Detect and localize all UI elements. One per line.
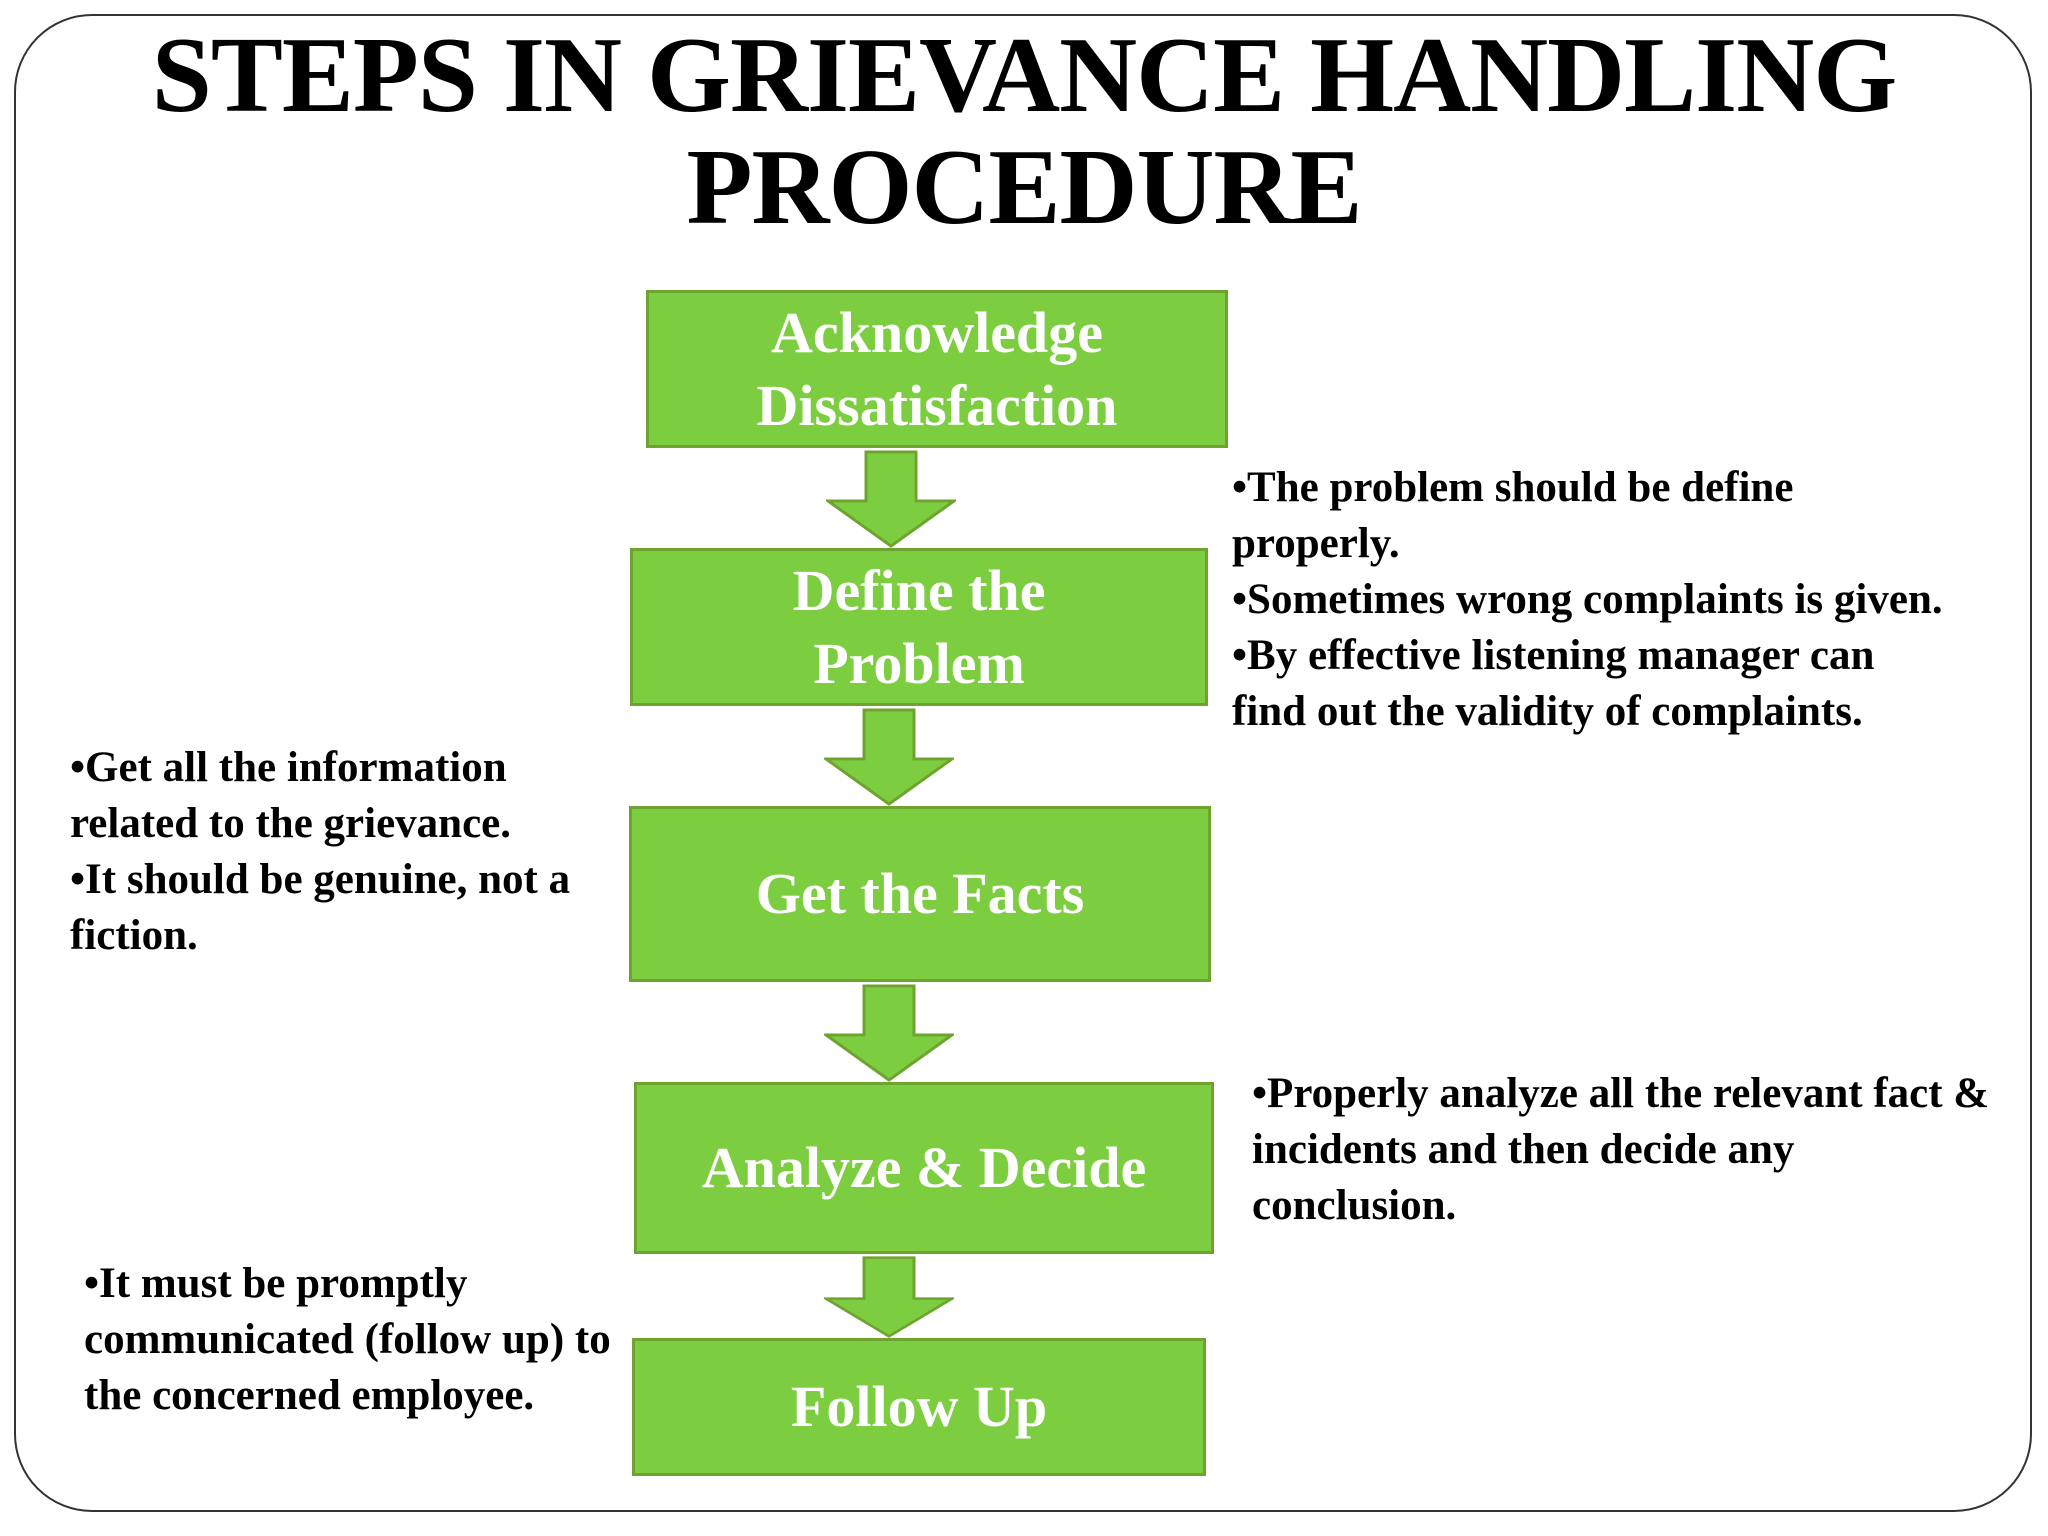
flow-step-label-line: Get the Facts	[755, 861, 1085, 927]
flow-step-follow-up: Follow Up	[632, 1338, 1206, 1476]
bullet-item: •It should be genuine, not a fiction.	[70, 856, 571, 959]
down-arrow-icon	[824, 984, 954, 1082]
slide-title-line2: PROCEDURE	[686, 128, 1362, 248]
flow-step-label-line: Analyze & Decide	[701, 1135, 1147, 1201]
annotation-define-problem-notes: •The problem should be define properly. •…	[1232, 460, 1948, 740]
bullet-item: •The problem should be define properly.	[1232, 464, 1794, 567]
flow-step-label-line: Acknowledge	[771, 299, 1103, 365]
slide-rounded-border	[14, 14, 2032, 1512]
bullet-item: •By effective listening manager can find…	[1232, 632, 1875, 735]
flow-step-label-line: Follow Up	[790, 1374, 1048, 1440]
bullet-item: •Get all the information related to the …	[70, 744, 512, 847]
down-arrow-icon	[824, 1256, 954, 1338]
flow-step-analyze-and-decide: Analyze & Decide	[634, 1082, 1214, 1254]
bullet-item: •Properly analyze all the relevant fact …	[1252, 1070, 1990, 1229]
flow-step-label-line: Dissatisfaction	[756, 373, 1118, 438]
annotation-analyze-decide-notes: •Properly analyze all the relevant fact …	[1252, 1066, 2008, 1234]
slide-title: STEPS IN GRIEVANCE HANDLING PROCEDURE	[0, 16, 2048, 248]
flow-step-get-the-facts: Get the Facts	[629, 806, 1211, 982]
annotation-get-facts-notes: •Get all the information related to the …	[70, 740, 594, 964]
annotation-follow-up-notes: •It must be promptly communicated (follo…	[84, 1256, 632, 1424]
down-arrow-icon	[826, 450, 956, 548]
bullet-item: •Sometimes wrong complaints is given.	[1232, 576, 1943, 623]
flow-step-label-line: Define the	[792, 557, 1046, 623]
down-arrow-icon	[824, 708, 954, 806]
slide-title-line1: STEPS IN GRIEVANCE HANDLING	[151, 16, 1897, 135]
bullet-item: •It must be promptly communicated (follo…	[84, 1260, 611, 1419]
flow-step-label-line: Problem	[813, 631, 1025, 696]
